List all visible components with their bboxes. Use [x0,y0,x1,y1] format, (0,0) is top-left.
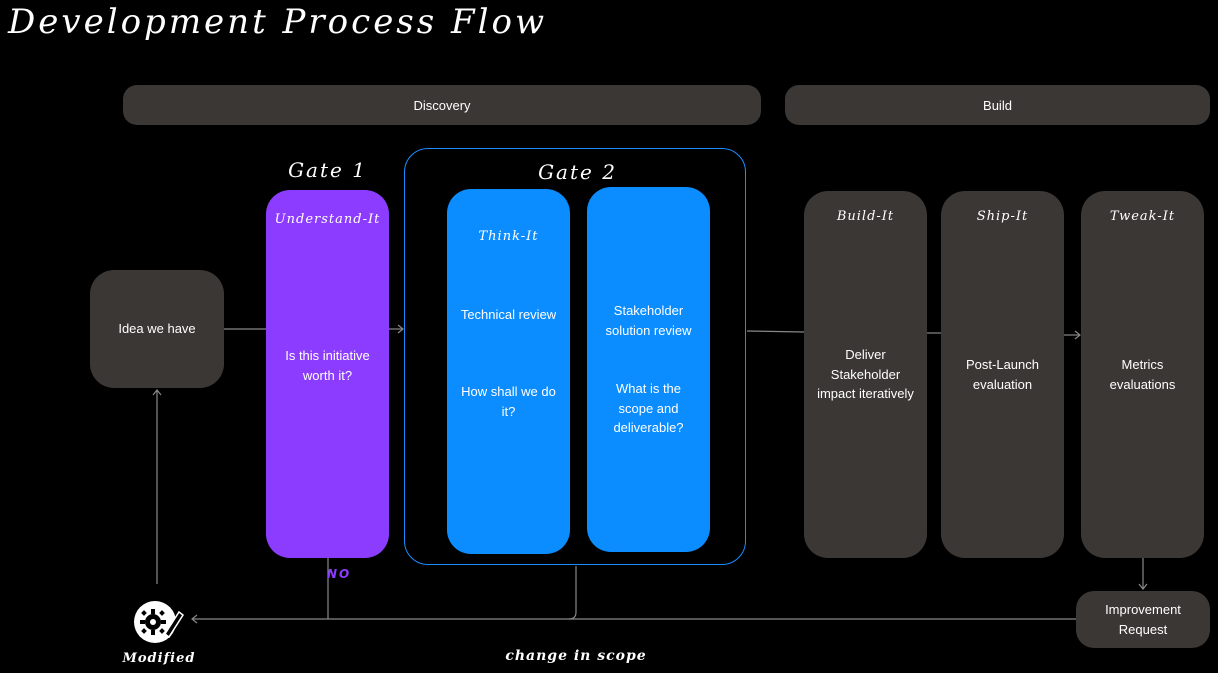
tweak-it-card: Tweak-It Metrics evaluations [1081,191,1204,558]
stakeholder-text2: What is the scope and deliverable? [613,381,684,435]
think-it-text1: Technical review [460,307,557,322]
build-it-heading: Build-It [836,209,895,224]
arrowhead-idea [152,389,162,396]
stakeholder-card: Stakeholder solution review What is the … [587,187,710,552]
phase-build-label: Build [983,97,1012,113]
idea-label: Idea we have [118,321,196,337]
build-it-text: Deliver Stakeholder impact iteratively [817,347,914,401]
tweak-it-text: Metrics evaluations [1109,357,1176,392]
phase-discovery: Discovery [123,85,761,125]
phase-discovery-label: Discovery [413,97,471,113]
think-it-heading: Think-It [478,229,539,244]
change-in-scope-label: change in scope [505,648,647,664]
think-it-card: Think-It Technical review How shall we d… [447,189,570,554]
phase-build: Build [785,85,1210,125]
improvement-request-card: Improvement Request [1076,591,1210,648]
think-it-text2: How shall we do it? [461,384,556,419]
understand-it-heading: Understand-It [274,212,381,227]
arrowhead-improvement [1138,583,1148,590]
ship-it-text: Post-Launch evaluation [966,357,1039,392]
build-it-card: Build-It Deliver Stakeholder impact iter… [804,191,927,558]
ship-it-card: Ship-It Post-Launch evaluation [941,191,1064,558]
gate2-label: Gate 2 [538,160,617,184]
stakeholder-text1: Stakeholder solution review [605,303,692,338]
modified-label: Modified [122,651,196,666]
no-label: NO [327,567,352,581]
connector-gate2-build [746,330,805,333]
gear-pencil-icon [131,598,185,646]
understand-it-text: Is this initiative worth it? [285,348,370,383]
page-title: Development Process Flow [8,2,548,42]
understand-it-card: Understand-It Is this initiative worth i… [266,190,389,558]
gate2-frame [404,148,746,565]
ship-it-heading: Ship-It [976,209,1029,224]
arrowhead-tweak [1074,330,1081,340]
tweak-it-heading: Tweak-It [1109,209,1176,224]
improvement-request-label: Improvement Request [1105,602,1181,637]
gate1-label: Gate 1 [288,158,367,182]
arrowhead-gate2 [397,324,404,334]
arrowhead-modified [191,614,198,624]
connector-change-scope [568,566,577,620]
idea-card: Idea we have [90,270,224,388]
